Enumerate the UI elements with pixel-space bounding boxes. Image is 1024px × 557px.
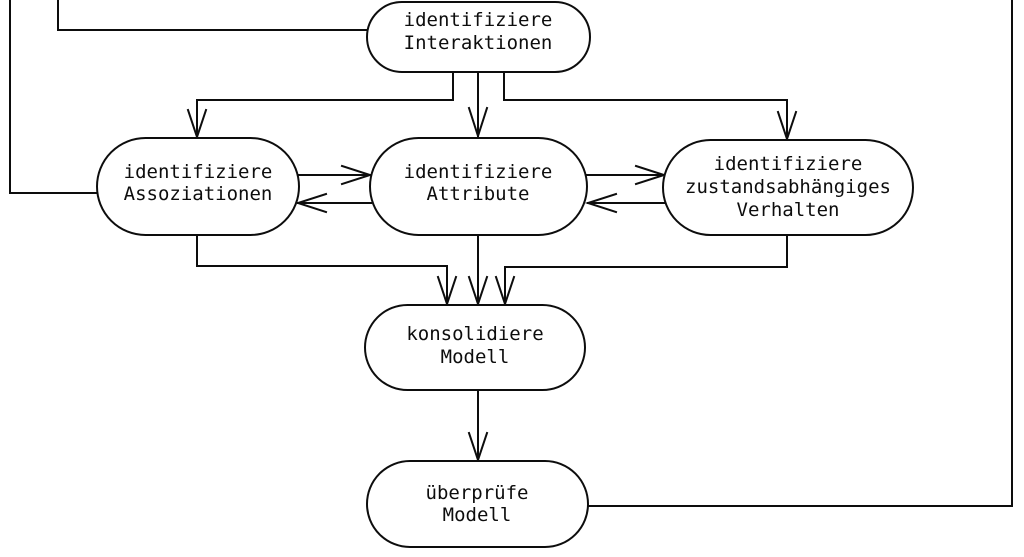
node-identifiziere-assoziationen-shape <box>96 137 300 236</box>
node-verhalten-label-line1: identifiziere <box>714 153 863 175</box>
edge-attribute-to-konsolidiere <box>467 234 489 308</box>
node-identifiziere-zustandsabhaengiges-verhalten-shape <box>662 139 914 236</box>
node-identifiziere-attribute: identifiziere Attribute <box>369 137 588 236</box>
edge-assoziationen-to-attribute <box>296 164 374 186</box>
node-konsolidiere-modell-label-line1: konsolidiere <box>406 323 543 345</box>
edge-feedback-to-interaktionen <box>57 0 367 31</box>
edge-verhalten-to-attribute <box>584 192 666 214</box>
node-identifiziere-interaktionen-label-line2: Interaktionen <box>404 32 553 54</box>
node-identifiziere-assoziationen-label-line2: Assoziationen <box>124 183 273 205</box>
node-ueberpruefe-modell: überprüfe Modell <box>366 460 589 548</box>
edge-interaktionen-to-assoziationen <box>186 71 454 141</box>
edge-assoziationen-to-konsolidiere <box>196 234 458 308</box>
edge-attribute-to-verhalten <box>585 164 668 186</box>
node-identifiziere-attribute-label-line1: identifiziere <box>404 161 553 183</box>
edge-feedback-to-assoziationen <box>9 0 97 194</box>
edge-ueberpruefe-feedback-right <box>588 0 1013 507</box>
node-identifiziere-assoziationen: identifiziere Assoziationen <box>96 137 300 236</box>
edge-attribute-to-assoziationen <box>294 192 372 214</box>
edge-layer <box>9 0 1013 507</box>
node-identifiziere-attribute-shape <box>369 137 588 236</box>
node-layer: identifiziere Interaktionen identifizier… <box>96 1 914 548</box>
node-konsolidiere-modell: konsolidiere Modell <box>364 304 586 391</box>
node-konsolidiere-modell-shape <box>364 304 586 391</box>
edge-interaktionen-to-verhalten <box>503 71 798 143</box>
node-verhalten-label-line2: zustandsabhängiges <box>685 176 891 198</box>
node-ueberpruefe-modell-label-line1: überprüfe <box>426 482 529 504</box>
node-ueberpruefe-modell-shape <box>366 460 589 548</box>
node-identifiziere-interaktionen-shape <box>366 1 591 73</box>
node-verhalten-label-line3: Verhalten <box>737 199 840 221</box>
node-identifiziere-interaktionen: identifiziere Interaktionen <box>366 1 591 73</box>
node-identifiziere-interaktionen-label-line1: identifiziere <box>404 9 553 31</box>
node-konsolidiere-modell-label-line2: Modell <box>441 346 510 368</box>
node-identifiziere-attribute-label-line2: Attribute <box>427 183 530 205</box>
edge-interaktionen-to-attribute <box>467 71 489 140</box>
node-identifiziere-assoziationen-label-line1: identifiziere <box>124 161 273 183</box>
node-ueberpruefe-modell-label-line2: Modell <box>443 504 512 526</box>
edge-verhalten-to-konsolidiere <box>494 234 788 308</box>
edge-konsolidiere-to-ueberpruefe <box>467 389 489 464</box>
node-identifiziere-zustandsabhaengiges-verhalten: identifiziere zustandsabhängiges Verhalt… <box>662 139 914 236</box>
